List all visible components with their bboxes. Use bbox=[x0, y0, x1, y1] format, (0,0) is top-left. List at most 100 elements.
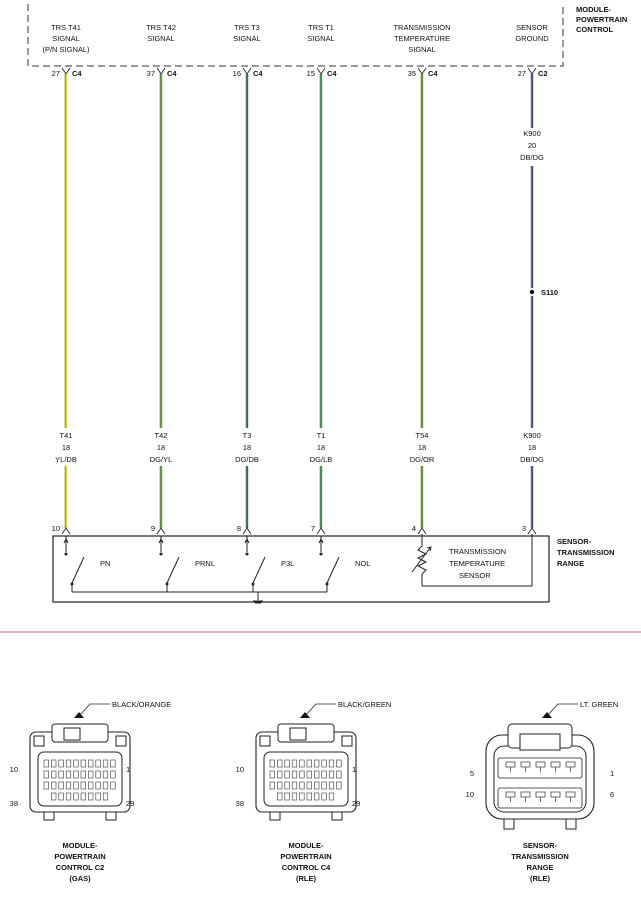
pin-label-bottom-right: 29 bbox=[352, 799, 360, 808]
connector-caption: CONTROL C2 bbox=[56, 863, 105, 872]
pin-cavity bbox=[336, 759, 342, 768]
wire-circuit: T54 bbox=[416, 431, 429, 440]
pcm-terminal bbox=[61, 67, 71, 75]
pin-cavity bbox=[80, 759, 86, 768]
temp-sensor-label-3: SENSOR bbox=[459, 571, 491, 580]
pin-label-bottom-left: 38 bbox=[10, 799, 18, 808]
connector-caption: CONTROL C4 bbox=[282, 863, 331, 872]
pcm-label-3: CONTROL bbox=[576, 25, 613, 34]
pin-cavity bbox=[328, 792, 335, 801]
pin-cavity bbox=[65, 792, 72, 801]
pin-cavity bbox=[80, 770, 86, 779]
k900-upper-gauge: 20 bbox=[528, 141, 536, 150]
pin-cavity bbox=[88, 759, 94, 768]
switch-prnl: PRNL bbox=[158, 536, 215, 592]
wire-circuit: K900 bbox=[523, 431, 541, 440]
pin-label-top-left: 10 bbox=[236, 765, 244, 774]
pin-cavity bbox=[284, 781, 290, 790]
k900-upper-color: DB/DG bbox=[520, 153, 544, 162]
sensor-terminal bbox=[242, 527, 252, 535]
pin-cavity bbox=[88, 781, 94, 790]
temp-sensor-label-2: TEMPERATURE bbox=[449, 559, 505, 568]
connector-color-callout: LT. GREEN bbox=[580, 700, 618, 709]
pin-cavity bbox=[321, 770, 327, 779]
pin-cavity bbox=[321, 792, 327, 801]
pin-cavity bbox=[314, 792, 320, 801]
connector-caption: POWERTRAIN bbox=[54, 852, 105, 861]
pin-label-top-right: 1 bbox=[352, 765, 356, 774]
pin-cavity bbox=[299, 781, 305, 790]
switch-pn: PN bbox=[63, 536, 110, 592]
wire-color-code: DG/LB bbox=[310, 455, 333, 464]
pin-cavity bbox=[95, 759, 101, 768]
sensor-terminal bbox=[417, 527, 427, 535]
pin-label-bottom-left: 10 bbox=[466, 790, 474, 799]
sensor-tr-box: SENSOR- TRANSMISSION RANGE bbox=[52, 535, 615, 603]
pin-cavity bbox=[299, 770, 305, 779]
pcm-terminal bbox=[242, 67, 252, 75]
pcm-module-box: MODULE- POWERTRAIN CONTROL bbox=[27, 4, 627, 67]
sensor-label-1: SENSOR- bbox=[557, 537, 592, 546]
pin-cavity bbox=[58, 792, 64, 801]
pcm-pin-number: 27 bbox=[518, 69, 526, 78]
connector-caption: POWERTRAIN bbox=[280, 852, 331, 861]
pcm-pin-number: 15 bbox=[307, 69, 315, 78]
pcm-signal-label: TEMPERATURE bbox=[394, 34, 450, 43]
pin-cavity bbox=[80, 781, 86, 790]
pin-cavity bbox=[95, 781, 101, 790]
pcm-signal-label: SIGNAL bbox=[408, 45, 436, 54]
sensor-terminal bbox=[527, 527, 537, 535]
pin-cavity bbox=[102, 759, 109, 768]
pcm-terminal bbox=[417, 67, 427, 75]
pin-cavity bbox=[299, 759, 305, 768]
pin-cavity bbox=[291, 770, 298, 779]
pin-label-top-right: 1 bbox=[610, 769, 614, 778]
wire-circuit: T1 bbox=[317, 431, 326, 440]
pin-cavity bbox=[102, 781, 109, 790]
wire-color-code: DB/DG bbox=[520, 455, 544, 464]
pin-cavity bbox=[306, 759, 312, 768]
pin-cavity bbox=[306, 792, 312, 801]
pin-label-bottom-left: 38 bbox=[236, 799, 244, 808]
pcm-signal-label: GROUND bbox=[515, 34, 549, 43]
sensor-pin-number: 4 bbox=[412, 524, 416, 533]
wire-gauge: 18 bbox=[243, 443, 251, 452]
pin-cavity bbox=[43, 781, 49, 790]
pin-cavity bbox=[95, 770, 101, 779]
pin-label-top-right: 1 bbox=[126, 765, 130, 774]
pin-cavity bbox=[80, 792, 86, 801]
switch-p3l: P3L bbox=[244, 536, 294, 592]
pin-cavity bbox=[291, 781, 298, 790]
pin-cavity bbox=[65, 781, 72, 790]
pcm-signal-label: SIGNAL bbox=[233, 34, 261, 43]
pcm-terminal bbox=[316, 67, 326, 75]
wire-color-code: DG/YL bbox=[150, 455, 173, 464]
connector-caption: (RLE) bbox=[530, 874, 550, 883]
wire-gauge: 18 bbox=[418, 443, 426, 452]
pin-cavity bbox=[284, 759, 290, 768]
pin-cavity bbox=[58, 781, 64, 790]
pin-cavity bbox=[73, 792, 79, 801]
connector-color-callout: BLACK/ORANGE bbox=[112, 700, 171, 709]
pcm-signal-label: (P/N SIGNAL) bbox=[42, 45, 90, 54]
pin-cavity bbox=[88, 770, 94, 779]
sensor-terminal bbox=[156, 527, 166, 535]
sensor-terminal bbox=[316, 527, 326, 535]
pin-cavity bbox=[284, 792, 290, 801]
pin-cavity bbox=[328, 759, 335, 768]
pcm-connector-id: C4 bbox=[327, 69, 337, 78]
pin-cavity bbox=[102, 770, 109, 779]
pcm-connector-id: C4 bbox=[428, 69, 438, 78]
sensor-label-2: TRANSMISSION bbox=[557, 548, 615, 557]
pin-label-bottom-right: 29 bbox=[126, 799, 134, 808]
sensor-label-3: RANGE bbox=[557, 559, 584, 568]
connector-caption: MODULE- bbox=[289, 841, 324, 850]
wire-color-code: YL/DB bbox=[55, 455, 77, 464]
